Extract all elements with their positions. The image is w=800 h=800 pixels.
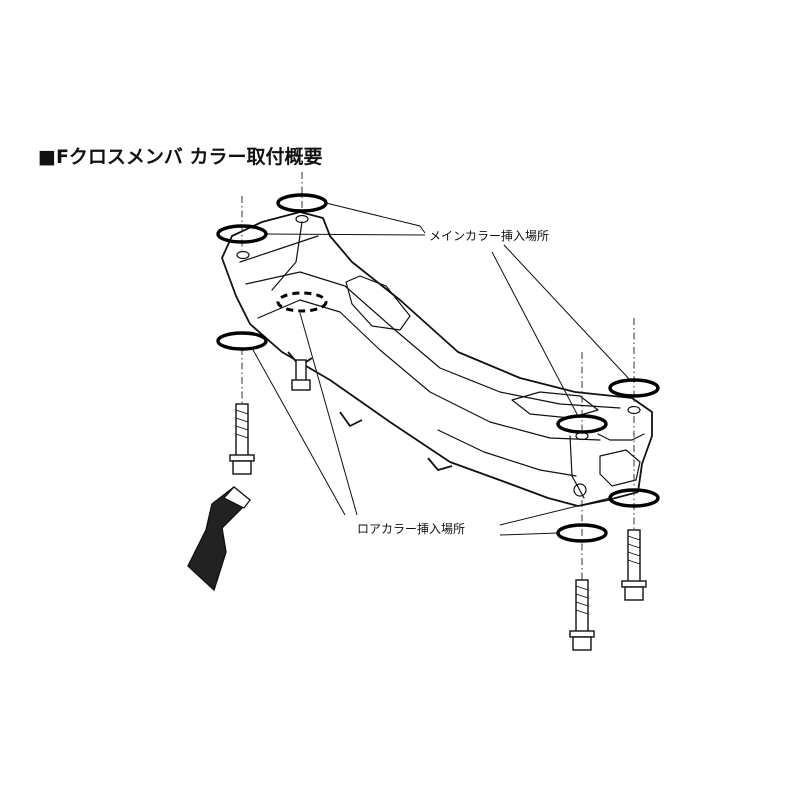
vehicle-front-arrow xyxy=(187,486,252,592)
lower-collar-ring xyxy=(216,331,268,351)
lower-collar-label: ロアカラー挿入場所 xyxy=(357,522,465,536)
bolt xyxy=(229,403,255,475)
main-collar-leaders xyxy=(265,202,631,417)
bolts xyxy=(229,403,647,651)
main-collar-label: メインカラー挿入場所 xyxy=(429,229,549,243)
bolt xyxy=(621,529,647,601)
lower-collar-dashed-outline xyxy=(276,291,328,313)
main-collar-ring xyxy=(608,378,660,398)
diagram-title: ■Fクロスメンバ カラー取付概要 xyxy=(38,145,323,168)
bolt xyxy=(569,579,595,651)
front-crossmember xyxy=(221,211,653,507)
lower-collar-leaders xyxy=(251,312,611,536)
main-collar-ring xyxy=(556,414,608,434)
